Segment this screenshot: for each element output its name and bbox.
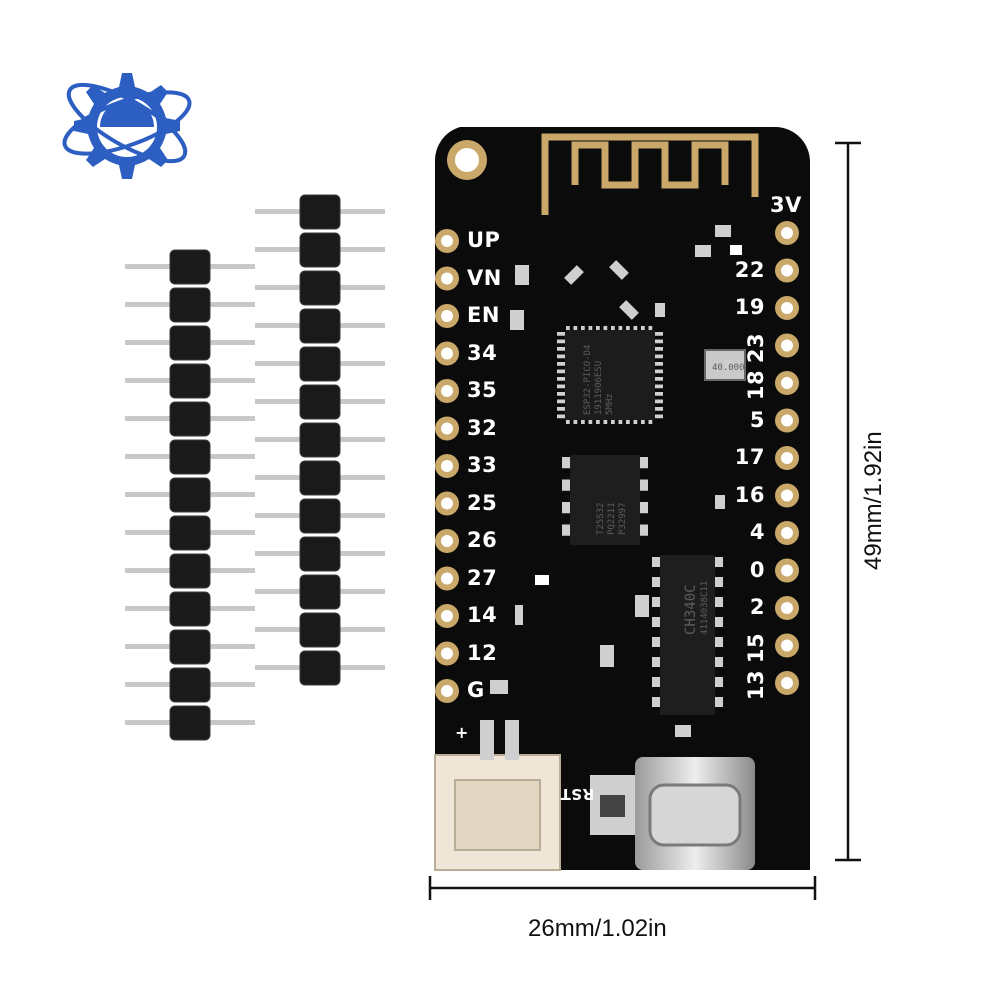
pin-label-left: 34: [467, 340, 498, 365]
header-block: [169, 287, 211, 323]
svg-text:T25S32: T25S32: [596, 502, 606, 535]
width-dimension-label: 26mm/1.02in: [528, 915, 667, 942]
header-block: [169, 401, 211, 437]
header-block: [299, 270, 341, 306]
pin-label-right: 19: [734, 295, 765, 319]
pin-label-right: 16: [734, 482, 765, 507]
pin-label-left: 35: [467, 378, 498, 402]
header-block: [169, 667, 211, 703]
pin-label-right: 0: [749, 557, 765, 582]
svg-text:5MHz: 5MHz: [605, 393, 615, 415]
half-dome-icon: [100, 100, 154, 127]
pin-label-right: 5: [749, 407, 765, 432]
pin-label-left: 27: [467, 565, 498, 590]
pin-label-left: G: [467, 678, 485, 702]
header-block: [169, 591, 211, 627]
pin-label-right: 17: [734, 445, 765, 469]
pin-headers: [125, 194, 385, 741]
header-block: [169, 363, 211, 399]
header-block: [299, 536, 341, 572]
header-block: [299, 308, 341, 344]
header-block: [299, 574, 341, 610]
header-block: [299, 194, 341, 230]
svg-text:4114038C11: 4114038C11: [700, 581, 710, 635]
header-block: [299, 650, 341, 686]
pin-label-left: 32: [467, 415, 498, 440]
pin-header-left: [125, 249, 255, 741]
pin-label-right: 22: [734, 257, 765, 282]
pin-label-right: 4: [749, 520, 765, 544]
pin-label-left: EN: [467, 303, 500, 327]
svg-text:PQ2211: PQ2211: [607, 502, 617, 535]
pin-header-right: [255, 194, 385, 686]
antenna-trace: [541, 133, 759, 215]
header-block: [169, 439, 211, 475]
pin-label-left: 14: [467, 603, 498, 627]
pin-label-left: 33: [467, 453, 498, 477]
usb-chip: [660, 555, 715, 715]
mcu-chip: [565, 330, 655, 420]
header-block: [169, 705, 211, 741]
pin-label-left: 26: [467, 528, 498, 552]
svg-text:ESP32-PICO-D4: ESP32-PICO-D4: [583, 345, 593, 415]
header-block: [299, 232, 341, 268]
header-block: [169, 477, 211, 513]
header-block: [299, 612, 341, 648]
svg-text:CH340C: CH340C: [683, 584, 699, 635]
battery-plus-label: +: [455, 723, 469, 742]
pin-label-left: UP: [467, 228, 501, 252]
header-block: [169, 553, 211, 589]
pin-label-left: VN: [467, 265, 502, 290]
header-block: [169, 629, 211, 665]
header-block: [299, 384, 341, 420]
flash-chip: [570, 455, 640, 545]
pin-label-left: 25: [467, 490, 498, 515]
svg-text:1911906ESU: 1911906ESU: [594, 361, 604, 415]
brand-logo: [62, 73, 192, 179]
svg-text:40.000: 40.000: [712, 363, 745, 373]
header-block: [299, 498, 341, 534]
pin-label-right: 3V: [770, 193, 802, 217]
svg-text:P32997: P32997: [618, 502, 628, 535]
pin-label-right: 2: [749, 595, 765, 619]
header-block: [169, 249, 211, 285]
header-block: [299, 346, 341, 382]
header-block: [299, 460, 341, 496]
header-block: [169, 325, 211, 361]
height-dimension-label: 49mm/1.92in: [860, 431, 887, 570]
header-block: [299, 422, 341, 458]
pin-label-left: 12: [467, 640, 498, 665]
header-block: [169, 515, 211, 551]
esp32-board: ESP32-PICO-D4 1911906ESU 5MHz T25S32 PQ2…: [425, 125, 815, 875]
